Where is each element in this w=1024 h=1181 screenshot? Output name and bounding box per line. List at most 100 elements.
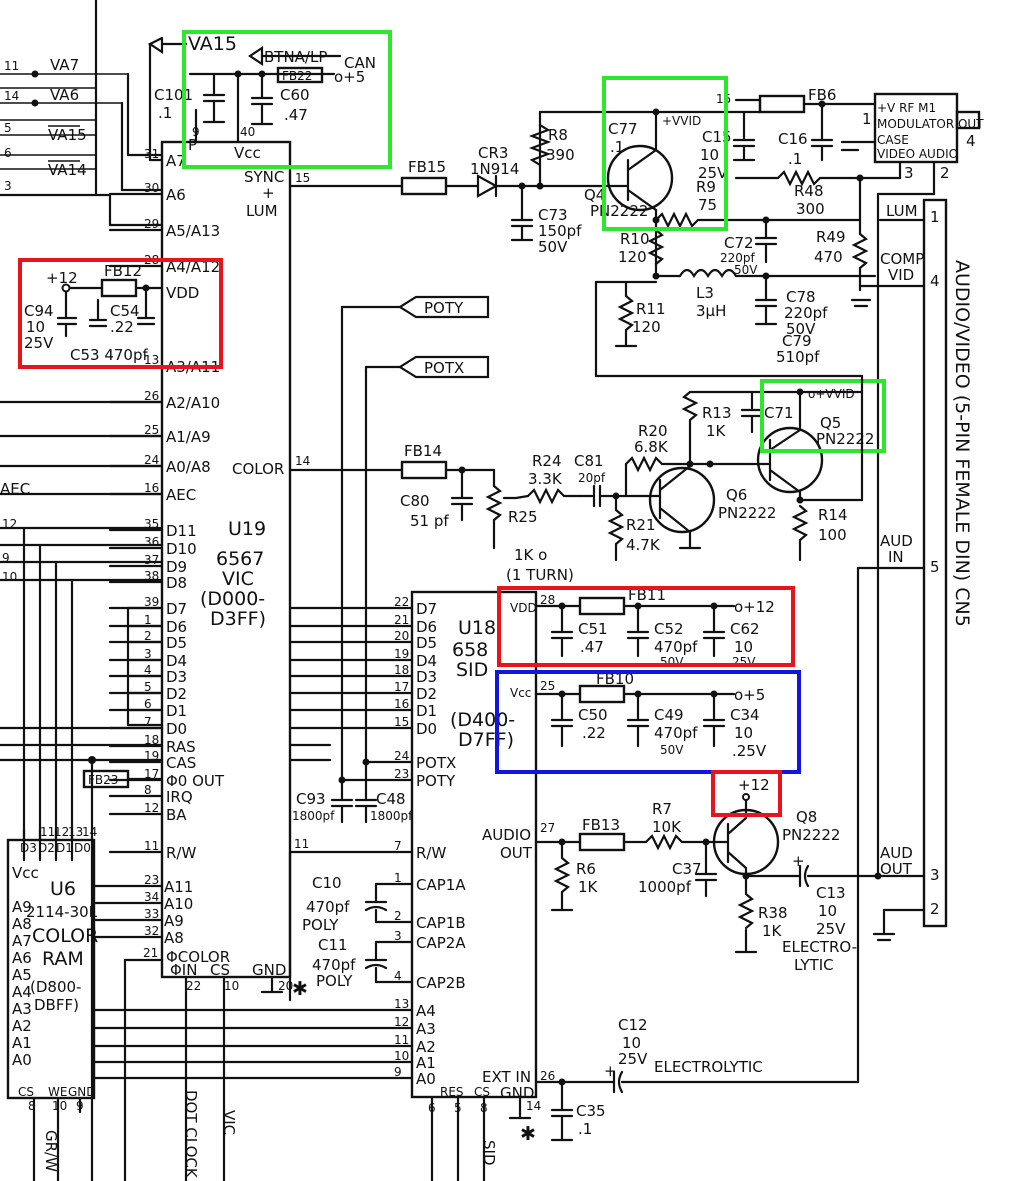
u19-top-pin-40: 40 bbox=[240, 125, 255, 139]
label-gr-w: GR/W bbox=[42, 1130, 60, 1172]
u19-lum-label: LUM bbox=[246, 202, 278, 220]
u18-pin-number: 18 bbox=[394, 663, 409, 677]
rf-pin: 4 bbox=[966, 132, 976, 150]
q6-label: Q6 bbox=[726, 486, 747, 504]
u18-pin-number: 20 bbox=[394, 629, 409, 643]
u19-pin-number: 39 bbox=[144, 595, 159, 609]
fb23-bead: FB23 bbox=[82, 769, 164, 789]
r25-label: R25 bbox=[508, 508, 538, 526]
din-aud-out-1: AUD bbox=[880, 844, 913, 862]
highlight-vdd-filter bbox=[18, 258, 223, 369]
audio-out-line: OUT bbox=[500, 844, 533, 862]
r8-value: 390 bbox=[546, 146, 575, 164]
c79-value: 510pf bbox=[776, 348, 820, 366]
c52-value: 470pf bbox=[654, 638, 698, 656]
u6-name: U6 bbox=[50, 878, 76, 900]
u6-right-num: 23 bbox=[144, 873, 159, 887]
u18-pin-label: CAP2B bbox=[416, 974, 466, 992]
u18-pin-number: 13 bbox=[394, 997, 409, 1011]
c13-label: C13 bbox=[816, 884, 846, 902]
c81-label: C81 bbox=[574, 452, 604, 470]
u19-vdd-label: VDD bbox=[166, 284, 199, 302]
c11-label: C11 bbox=[318, 936, 348, 954]
c50-value: .22 bbox=[582, 724, 606, 742]
video-section: FB15 CR3 1N914 R8 390 C73 150pf 50V C77 … bbox=[288, 76, 984, 876]
r25-value-1: 1K o bbox=[514, 546, 547, 564]
fb10-body bbox=[578, 684, 626, 704]
r7-value: 10K bbox=[652, 818, 682, 836]
c78-value: 220pf bbox=[784, 304, 828, 322]
u18-pin-label: POTY bbox=[416, 772, 456, 790]
u19-pin-list: A731A630A5/A1329A4/A1228A3/A1113A2/A1026… bbox=[108, 147, 225, 862]
c12-type: ELECTROLYTIC bbox=[654, 1058, 763, 1076]
u6-vcc: Vcc bbox=[12, 864, 39, 882]
u19-pin-label: D5 bbox=[166, 634, 187, 652]
c94-rating: 25V bbox=[24, 334, 54, 352]
r8-label: R8 bbox=[548, 126, 568, 144]
c37-label: C37 bbox=[672, 860, 702, 878]
fb15-label: FB15 bbox=[408, 158, 446, 176]
u19-pin-label: D9 bbox=[166, 558, 187, 576]
u18-pin-number: 10 bbox=[394, 1049, 409, 1063]
c13-rating: 25V bbox=[816, 920, 846, 938]
u6-right-pin: A8 bbox=[164, 929, 184, 947]
u6-left-pin: A3 bbox=[12, 1000, 32, 1018]
u19-range-line: D3FF) bbox=[210, 608, 266, 630]
fb12-label: FB12 bbox=[104, 262, 142, 280]
c78-rating: 50V bbox=[786, 320, 816, 338]
u19-bottom-gnd: GND bbox=[252, 961, 286, 979]
highlight-sid-vdd bbox=[497, 586, 795, 667]
u18-audio-out: AUDIO OUT bbox=[482, 826, 536, 862]
c77-label: C77 bbox=[608, 120, 638, 138]
sid-vdd-12v: o+12 bbox=[734, 598, 775, 616]
din-pin-2: 2 bbox=[930, 900, 940, 918]
u18-pin-number: 12 bbox=[394, 1015, 409, 1029]
u6-body bbox=[6, 838, 96, 1100]
u6-kind1: COLOR bbox=[32, 925, 98, 947]
bus-va6: VA6 bbox=[50, 86, 79, 104]
u18-pin-number: 22 bbox=[394, 595, 409, 609]
potx-tag: POTX bbox=[424, 359, 464, 377]
c16-value: .1 bbox=[788, 150, 802, 168]
u18-pin-number: 21 bbox=[394, 613, 409, 627]
u6-bottom-num: 8 bbox=[28, 1099, 36, 1113]
u18-range-line: (D400- bbox=[450, 709, 515, 731]
c10-value: 470pf bbox=[306, 898, 350, 916]
u18-pin-number: 15 bbox=[394, 715, 409, 729]
u18-pin-label: R/W bbox=[416, 844, 446, 862]
left-bus-lines bbox=[0, 400, 164, 762]
u19-pin-label: D6 bbox=[166, 618, 187, 636]
r38-value: 1K bbox=[762, 922, 783, 940]
u6-left-pin: A4 bbox=[12, 983, 32, 1001]
audio-out-line: AUDIO bbox=[482, 826, 531, 844]
u19-pin-label: D3 bbox=[166, 668, 187, 686]
fb11-label: FB11 bbox=[628, 586, 666, 604]
rf-mod-line: CASE bbox=[877, 133, 909, 147]
poty-tag: POTY bbox=[424, 299, 464, 317]
c34-value: 10 bbox=[734, 724, 753, 742]
u19-plus-label: + bbox=[262, 184, 275, 202]
highlight-q4 bbox=[602, 76, 728, 231]
u19-pin-label: A6 bbox=[166, 186, 186, 204]
u19-pin-label: Φ0 OUT bbox=[166, 772, 225, 790]
r38-label: R38 bbox=[758, 904, 788, 922]
bus-va14: VA14 bbox=[48, 161, 87, 179]
u19-sync-pin: 15 bbox=[295, 171, 310, 185]
u6-right-num: 33 bbox=[144, 907, 159, 921]
r49-label: R49 bbox=[816, 228, 846, 246]
u19-pin-label: A2/A10 bbox=[166, 394, 220, 412]
label-sid: SID bbox=[480, 1140, 498, 1166]
u19-range: (D000- D3FF) bbox=[200, 588, 271, 630]
u19-p-label: P bbox=[188, 136, 197, 154]
din-title: AUDIO/VIDEO (5-PIN FEMALE DIN) CN5 bbox=[951, 260, 973, 627]
r6-label: R6 bbox=[576, 860, 596, 878]
q6-value: PN2222 bbox=[718, 504, 776, 522]
c94-label: C94 bbox=[24, 302, 54, 320]
u18-ext-pin: 26 bbox=[540, 1069, 555, 1083]
sid-vcc-filter: FB10 o+5 C50 .22 C49 470pf 50V C34 10 .2… bbox=[495, 670, 801, 774]
din-comp-2: VID bbox=[888, 266, 914, 284]
u18-name: U18 bbox=[458, 617, 496, 639]
